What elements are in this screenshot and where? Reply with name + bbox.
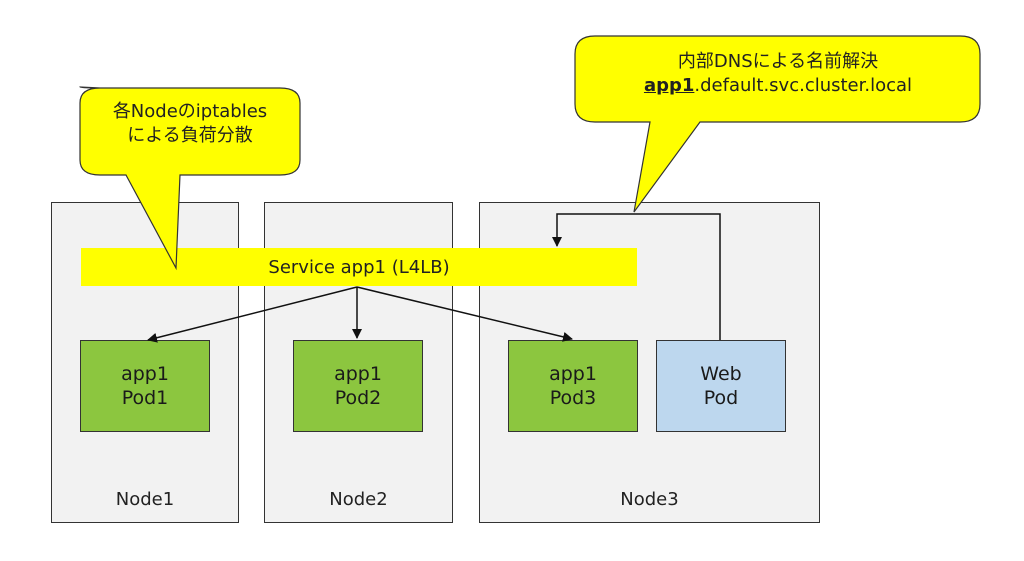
pod-app1-2: app1 Pod2	[293, 340, 423, 432]
arrow-to-pod1	[147, 286, 358, 343]
callout-dns-domain: .default.svc.cluster.local	[694, 75, 913, 96]
service-label: Service app1 (L4LB)	[268, 256, 450, 278]
node-2-label: Node2	[329, 489, 388, 510]
callout-dns-shape	[574, 35, 981, 213]
callout-iptables: 各Nodeのiptables による負荷分散	[82, 100, 298, 148]
callout-iptables-line1: 各Nodeのiptables	[112, 101, 268, 122]
pod-app1-3-app: app1	[549, 363, 597, 385]
pod-app1-2-name: Pod2	[334, 387, 382, 409]
node-1-label: Node1	[115, 489, 175, 510]
pod-app1-3: app1 Pod3	[508, 340, 638, 432]
node-3-label: Node3	[620, 489, 679, 510]
arrow-to-pod3	[356, 286, 573, 342]
callout-iptables-shape	[79, 86, 301, 271]
callout-dns: 内部DNSによる名前解決 app1.default.svc.cluster.lo…	[580, 50, 976, 98]
dns-path-line	[552, 213, 721, 340]
pod-web-app: Web	[700, 363, 742, 385]
pod-web: Web Pod	[656, 340, 786, 432]
callout-iptables-line2: による負荷分散	[127, 125, 253, 146]
callout-dns-line1: 内部DNSによる名前解決	[677, 51, 879, 72]
pod-app1-3-name: Pod3	[549, 387, 597, 409]
callout-dns-line2: app1.default.svc.cluster.local	[580, 74, 976, 98]
pod-web-name: Pod	[703, 387, 739, 409]
pod-app1-1-app: app1	[121, 363, 169, 385]
callout-dns-service-name: app1	[643, 75, 695, 96]
pod-app1-1: app1 Pod1	[80, 340, 210, 432]
pod-app1-2-app: app1	[334, 363, 382, 385]
pod-app1-1-name: Pod1	[121, 387, 169, 409]
